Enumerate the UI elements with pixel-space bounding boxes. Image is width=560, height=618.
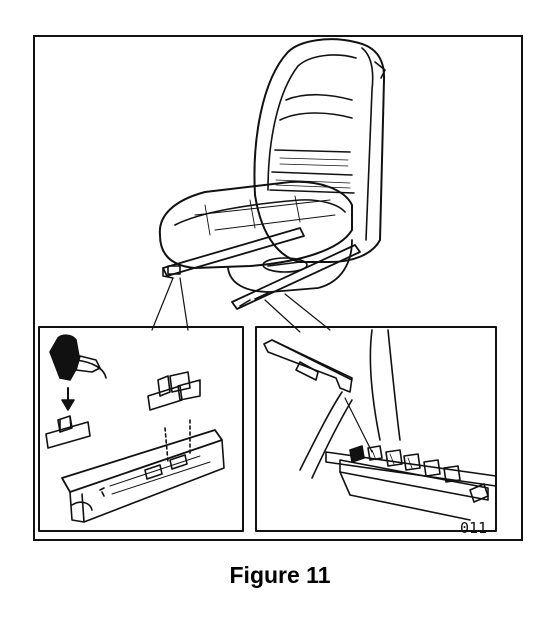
seat-rail [61, 419, 225, 523]
hammer-icon [49, 334, 107, 381]
seat-rail-detail [325, 397, 497, 521]
pry-tool-icon [263, 339, 353, 393]
arrow-down-icon [61, 387, 75, 411]
rail-clip [45, 415, 91, 449]
detail-box-left [38, 326, 244, 532]
rail-clip-installed [147, 371, 201, 411]
car-seat [151, 38, 386, 333]
figure-frame [33, 35, 523, 541]
detail-box-right [255, 326, 497, 532]
figure-reference-code: 011 [460, 519, 488, 537]
figure-caption: Figure 11 [229, 562, 331, 588]
